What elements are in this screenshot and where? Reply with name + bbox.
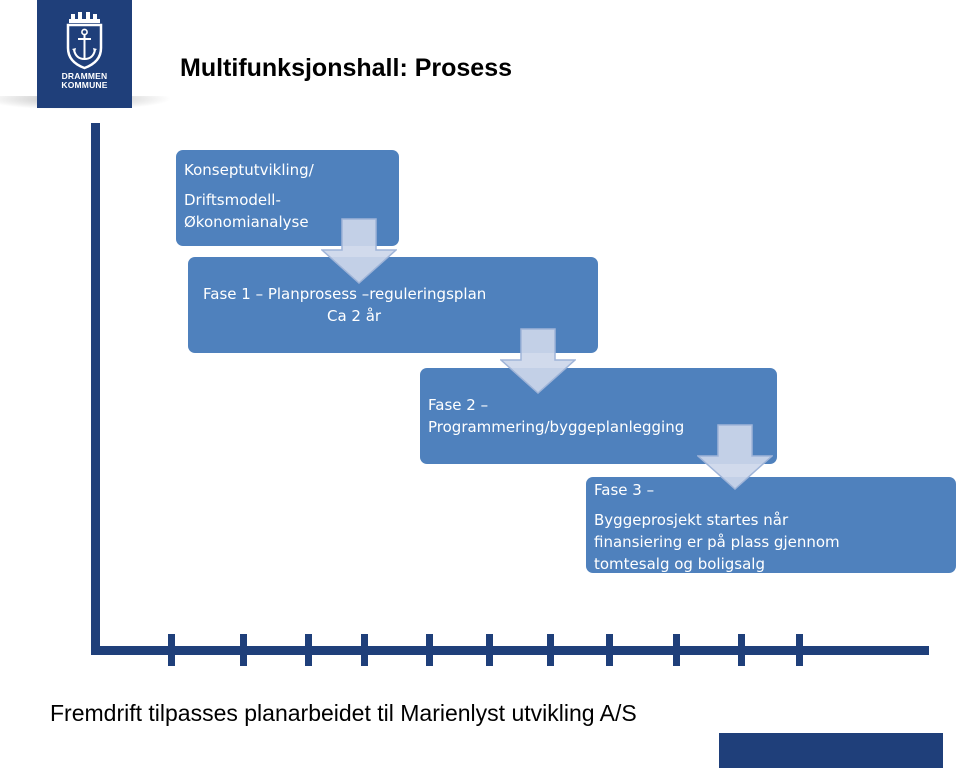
timeline-tick xyxy=(796,634,803,666)
timeline-tick xyxy=(168,634,175,666)
phase-text-line: Ca 2 år xyxy=(327,307,382,325)
timeline-horizontal-axis xyxy=(91,646,929,655)
timeline-tick xyxy=(738,634,745,666)
page-title: Multifunksjonshall: Prosess xyxy=(180,54,513,82)
phase-text-line: Fase 1 – Planprosess –reguleringsplan xyxy=(203,285,487,303)
crest-icon xyxy=(66,12,103,70)
phase-text-line: Fase 2 – xyxy=(428,396,489,414)
timeline-tick xyxy=(240,634,247,666)
timeline-tick xyxy=(606,634,613,666)
phase-text-line: Økonomianalyse xyxy=(184,213,309,231)
phase-box-fase-3: Fase 3 – Byggeprosjekt startes når finan… xyxy=(586,477,956,573)
drammen-kommune-logo: DRAMMEN KOMMUNE xyxy=(37,0,132,108)
timeline-tick xyxy=(486,634,493,666)
timeline-tick xyxy=(361,634,368,666)
phase-text-line: Byggeprosjekt startes når xyxy=(594,511,789,529)
phase-text-line: tomtesalg og boligsalg xyxy=(594,555,765,573)
phase-text-line: Fase 3 – xyxy=(594,481,655,499)
timeline-tick xyxy=(305,634,312,666)
phase-text-line: Driftsmodell- xyxy=(184,191,281,209)
footer-bar xyxy=(719,733,943,768)
footer-note: Fremdrift tilpasses planarbeidet til Mar… xyxy=(50,700,637,726)
timeline-tick xyxy=(426,634,433,666)
logo-text-line1: DRAMMEN xyxy=(61,71,108,81)
down-arrow-icon xyxy=(697,424,773,490)
phase-text-line: finansiering er på plass gjennom xyxy=(594,533,840,551)
phase-text-line: Konseptutvikling/ xyxy=(184,161,314,179)
down-arrow-icon xyxy=(500,328,576,394)
timeline-tick xyxy=(547,634,554,666)
phase-text-line: Programmering/byggeplanlegging xyxy=(428,418,685,436)
timeline-tick xyxy=(673,634,680,666)
down-arrow-icon xyxy=(321,218,397,284)
logo-text-line2: KOMMUNE xyxy=(61,80,108,90)
timeline-vertical-axis xyxy=(91,123,100,655)
